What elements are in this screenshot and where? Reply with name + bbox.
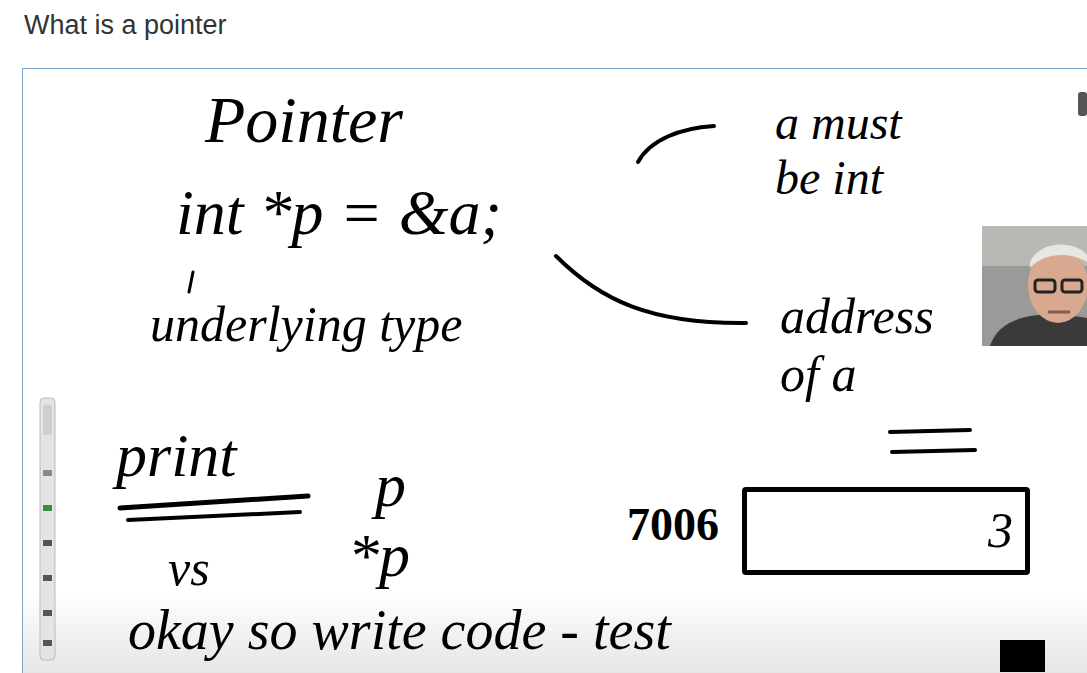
video-control bbox=[1000, 640, 1045, 672]
memory-cell: 70063 bbox=[742, 487, 1030, 575]
code-line: int *p = &a; bbox=[176, 176, 502, 250]
margin-note: vs bbox=[168, 540, 210, 598]
toolbar-icon bbox=[43, 405, 52, 435]
variable-name: p bbox=[375, 450, 406, 521]
scroll-handle bbox=[1078, 92, 1087, 116]
page-title: What is a pointer bbox=[24, 10, 227, 41]
margin-note: address of a bbox=[780, 288, 955, 403]
section-note: print bbox=[116, 420, 237, 491]
underline bbox=[892, 450, 975, 452]
toolbar-icon bbox=[43, 540, 52, 546]
toolbar-icon bbox=[43, 575, 52, 581]
heading-note-text: Pointer bbox=[205, 83, 403, 156]
variable-name-text: *p bbox=[348, 521, 410, 589]
memory-address: 7006 bbox=[627, 499, 719, 552]
leader-line bbox=[189, 272, 193, 292]
margin-note: okay so write code - test bbox=[128, 598, 671, 662]
toolbar-icon bbox=[43, 505, 52, 511]
margin-note-text: vs bbox=[168, 540, 210, 596]
cell-value: 3 bbox=[988, 502, 1013, 560]
page-title-text: What is a pointer bbox=[24, 10, 227, 40]
code-line-text: int *p = &a; bbox=[176, 177, 502, 248]
margin-note-text: okay so write code - test bbox=[128, 599, 671, 661]
underline bbox=[128, 512, 300, 520]
leader-line bbox=[556, 256, 746, 323]
leader-line bbox=[638, 126, 714, 162]
margin-note: a must be int bbox=[775, 95, 945, 205]
heading-note: Pointer bbox=[205, 82, 403, 158]
variable-name-text: p bbox=[375, 451, 406, 519]
margin-note-text: underlying type bbox=[150, 296, 462, 352]
toolbar-icon bbox=[43, 470, 52, 476]
underline bbox=[120, 496, 308, 508]
variable-name: *p bbox=[348, 520, 410, 591]
toolbar-icon bbox=[43, 610, 52, 616]
underline bbox=[890, 430, 970, 432]
webcam-picture bbox=[982, 226, 1087, 346]
toolbar-icon bbox=[43, 640, 52, 646]
margin-note-text: address of a bbox=[780, 288, 934, 402]
margin-note: underlying type bbox=[150, 296, 462, 354]
video-shade bbox=[23, 590, 1087, 673]
margin-note-text: a must be int bbox=[775, 96, 902, 204]
section-note-text: print bbox=[116, 421, 237, 489]
toolbar bbox=[40, 398, 55, 660]
